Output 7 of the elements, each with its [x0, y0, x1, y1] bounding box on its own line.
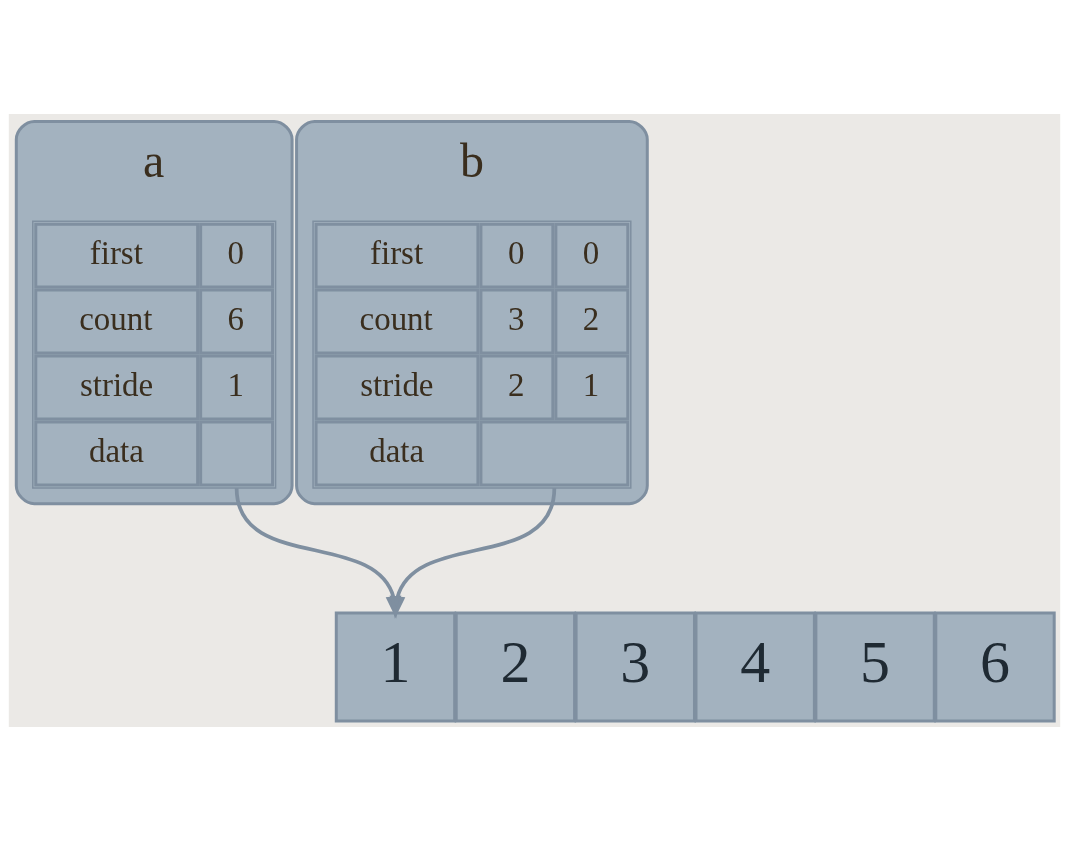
node-box: 3 — [574, 611, 696, 723]
node-box: 6 — [934, 611, 1056, 723]
node-box: 5 — [814, 611, 936, 723]
node-box: 1 — [334, 611, 457, 723]
node-box: 2 — [454, 611, 577, 723]
node-box: 4 — [694, 611, 816, 723]
arrow — [389, 487, 557, 619]
